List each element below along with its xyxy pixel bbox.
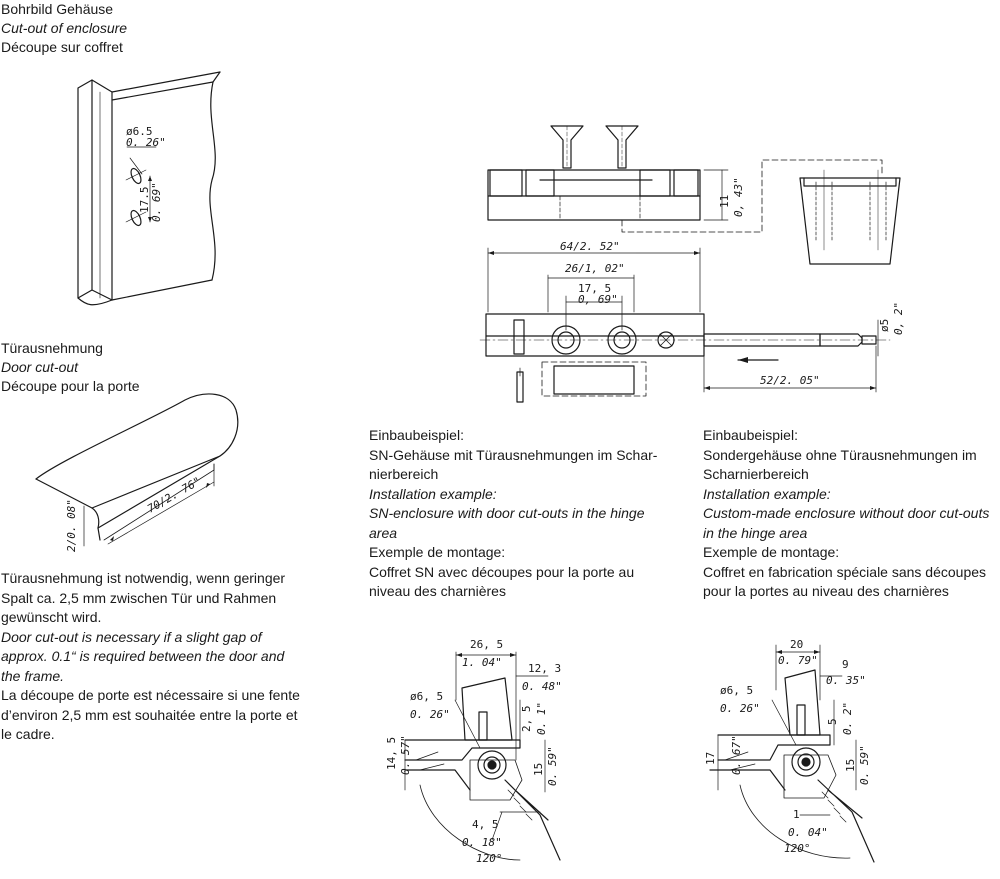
custom-d2-mm: 9 — [842, 658, 849, 671]
door-cutout-title-fr: Découpe pour la porte — [1, 378, 140, 394]
hinge-inner-length: 26/1, 02" — [565, 262, 625, 275]
sn-d6-mm: 15 — [532, 763, 545, 776]
custom-d7-in: 0. 04" — [788, 826, 828, 839]
enclosure-cutout-title-de: Bohrbild Gehäuse — [1, 1, 114, 17]
sn-d6-in: 0. 59" — [546, 746, 559, 786]
example-sn-fr-1: Coffret SN avec découpes pour la porte a… — [369, 563, 635, 580]
sn-d2-in: 0. 48" — [522, 680, 562, 693]
example-custom-en-1: Custom-made enclosure without door cut-o… — [703, 505, 990, 521]
hinge-total-length: 64/2. 52" — [560, 240, 620, 253]
hinge-hole-pitch-mm: 17, 5 — [578, 282, 611, 295]
pin-length: 52/2. 05" — [760, 374, 820, 387]
sn-d5-mm: 14, 5 — [385, 737, 398, 770]
door-note-de-1: Türausnehmung ist notwendig, wenn gering… — [1, 570, 286, 586]
door-cutout-title-de: Türausnehmung — [1, 340, 103, 356]
encl-pitch-in: 0. 69" — [150, 182, 163, 222]
custom-d4-mm: 5 — [826, 718, 839, 725]
door-note-fr-1: La découpe de porte est nécessaire si un… — [1, 687, 300, 703]
sn-d2-mm: 12, 3 — [528, 662, 561, 675]
hinge-top-view — [487, 125, 901, 265]
sn-d4-in: 0. 1" — [535, 702, 548, 735]
encl-pitch-mm: 17.5 — [138, 187, 151, 214]
example-sn-fr-2: niveau des charnières — [369, 583, 506, 599]
example-custom-en-head: Installation example: — [703, 485, 831, 502]
door-cutout-depth: 2/0. 08" — [65, 499, 78, 552]
hinge-hole-pitch-in: 0, 69" — [578, 293, 618, 306]
custom-angle: 120° — [784, 842, 811, 855]
enclosure-cutout-title-fr: Découpe sur coffret — [1, 39, 123, 55]
hinge-height-mm: 11 — [718, 195, 731, 208]
example-sn-en-1: SN-enclosure with door cut-outs in the h… — [369, 505, 645, 521]
example-custom-fr-1: Coffret en fabrication spéciale sans déc… — [703, 563, 987, 580]
example-custom-fr-2: pour la portes au niveau des charnières — [703, 583, 949, 599]
example-custom-de-1: Sondergehäuse ohne Türausnehmungen im — [703, 446, 977, 463]
enclosure-profile-drawing — [77, 71, 221, 306]
door-note-de-2: Spalt ca. 2,5 mm zwischen Tür und Rahmen — [1, 589, 277, 606]
hinge-front-view — [479, 247, 891, 403]
sn-d3-in: 0. 26" — [410, 708, 450, 721]
custom-d2-in: 0. 35" — [826, 674, 866, 687]
example-sn-en-head: Installation example: — [369, 485, 497, 502]
section-custom-drawing — [709, 644, 875, 863]
hinge-height-in: 0, 43" — [732, 177, 745, 217]
door-note-de-3: gewünscht wird. — [1, 609, 102, 625]
sn-d1-mm: 26, 5 — [470, 638, 503, 651]
sn-d3-mm: ø6, 5 — [410, 690, 443, 703]
example-sn-en-2: area — [369, 524, 398, 541]
sn-d4-mm: 2, 5 — [520, 706, 533, 733]
sn-d1-in: 1. 04" — [462, 656, 502, 669]
door-note-en-3: the frame. — [1, 667, 65, 684]
door-note-en-2: approx. 0.1“ is required between the doo… — [1, 648, 285, 664]
pin-dia-mm: ø5 — [878, 319, 891, 332]
example-sn-de-head: Einbaubeispiel: — [369, 427, 464, 443]
custom-d5-mm: 17 — [704, 752, 717, 765]
example-custom-de-2: Scharnierbereich — [703, 466, 809, 482]
door-note-en-1: Door cut-out is necessary if a slight ga… — [1, 628, 262, 645]
example-custom-fr-head: Exemple de montage: — [703, 544, 840, 560]
sn-d5-in: 0. 57" — [399, 735, 412, 775]
custom-d3-mm: ø6, 5 — [720, 684, 753, 697]
pin-dia-in: 0, 2" — [892, 302, 905, 335]
custom-d6-in: 0. 59" — [858, 745, 871, 785]
custom-d1-in: 0. 79" — [778, 654, 818, 667]
example-sn-de-1: SN-Gehäuse mit Türausnehmungen im Schar- — [369, 446, 658, 463]
door-cutout-title-en: Door cut-out — [1, 359, 79, 375]
example-sn-fr-head: Exemple de montage: — [369, 544, 506, 560]
example-custom-de-head: Einbaubeispiel: — [703, 427, 798, 443]
example-sn-de-2: nierbereich — [369, 466, 439, 482]
section-sn-drawing — [404, 651, 561, 861]
custom-d6-mm: 15 — [844, 759, 857, 772]
door-note-fr-2: d’environ 2,5 mm est souhaitée entre la … — [1, 706, 298, 723]
sn-d7-in: 0. 18" — [462, 836, 502, 849]
door-note-fr-3: le cadre. — [1, 726, 55, 742]
example-custom-en-2: in the hinge area — [703, 524, 808, 541]
custom-d3-in: 0. 26" — [720, 702, 760, 715]
custom-d1-mm: 20 — [790, 638, 803, 651]
encl-dia-in: 0. 26" — [126, 136, 166, 149]
custom-d5-in: 0. 67" — [730, 735, 743, 775]
door-cutout-drawing — [35, 393, 239, 547]
sn-d7-mm: 4, 5 — [472, 818, 499, 831]
sn-angle: 120° — [476, 852, 503, 865]
custom-d7-mm: 1 — [793, 808, 800, 821]
custom-d4-in: 0. 2" — [841, 702, 854, 735]
encl-dia-mm: ø6.5 — [126, 125, 153, 138]
enclosure-cutout-title-en: Cut-out of enclosure — [1, 20, 128, 36]
